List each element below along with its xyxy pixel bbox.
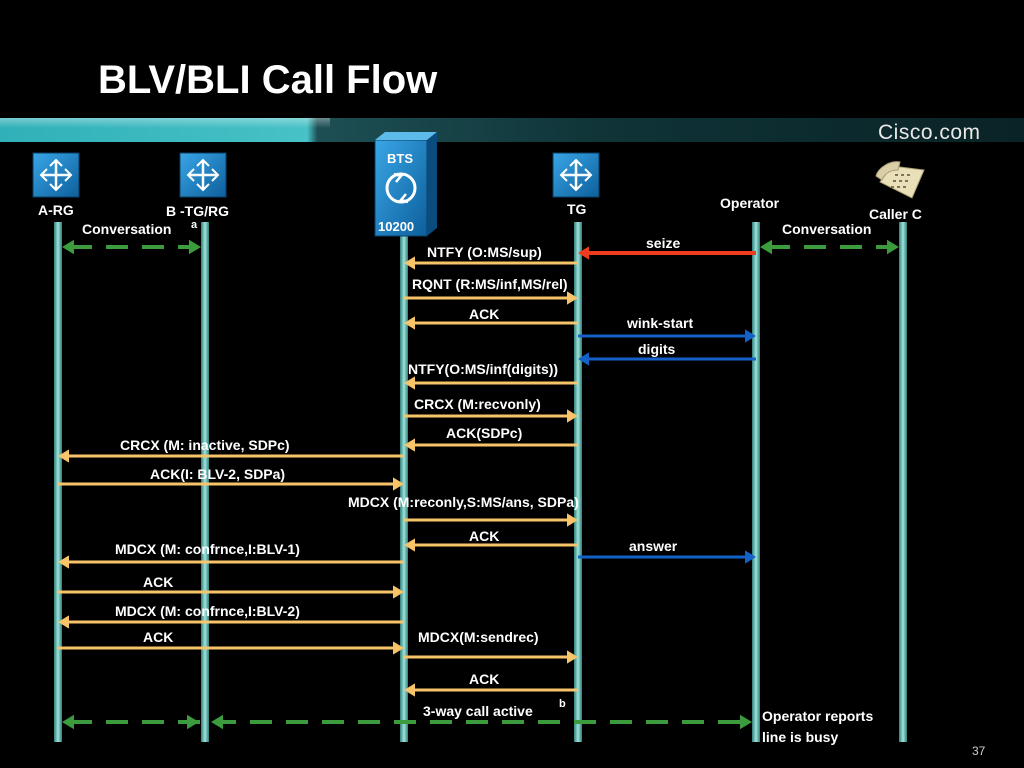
message-label: ACK(SDPc) (446, 425, 523, 441)
lifeline-bts (400, 235, 408, 742)
message-label: answer (629, 538, 678, 554)
tg-router-icon (552, 152, 600, 198)
message-arrowhead (58, 555, 69, 569)
message-arrowhead (404, 438, 415, 452)
operator-reports-line1: Operator reports (762, 708, 874, 724)
message-label: wink-start (627, 315, 694, 331)
page-number: 37 (972, 744, 986, 758)
message-label: CRCX (M: inactive, SDPc) (120, 437, 290, 453)
entity-label-a-rg: A-RG (38, 202, 74, 218)
three-way-head-b-right (187, 714, 199, 730)
message-label: ACK (469, 306, 500, 322)
caller-c-telephone-icon (875, 161, 925, 199)
conversation-dashed-right-head-right (887, 239, 899, 255)
entity-label-bts-number: 10200 (378, 219, 415, 234)
message-arrowhead (567, 513, 578, 527)
three-way-head-right (740, 714, 752, 730)
message-label: MDCX (M: confrnce,I:BLV-1) (115, 541, 300, 557)
conversation-dashed-left-head-left (62, 239, 74, 255)
header-band (0, 118, 1024, 142)
three-way-head-left (62, 714, 74, 730)
message-label: ACK(I: BLV-2, SDPa) (150, 466, 286, 482)
message-label: digits (638, 341, 676, 357)
conversation-dashed-right-head-left (760, 239, 772, 255)
cisco-logo: Cisco.com (878, 121, 981, 144)
bts-softswitch-icon (374, 132, 437, 237)
header-band-gloss (0, 118, 330, 128)
message-arrowhead (393, 641, 404, 655)
slide-title: BLV/BLI Call Flow (98, 58, 438, 102)
message-arrowhead (58, 615, 69, 629)
message-label: NTFY (O:MS/sup) (427, 244, 542, 260)
lifeline-caller-c (899, 222, 907, 742)
message-label: ACK (143, 574, 174, 590)
message-arrowhead (567, 650, 578, 664)
message-label: NTFY(O:MS/inf(digits)) (408, 361, 559, 377)
lifeline-a-rg (54, 222, 62, 742)
lifeline-operator (752, 222, 760, 742)
lifeline-tg (574, 222, 582, 742)
message-arrowhead (404, 538, 415, 552)
message-label: CRCX (M:recvonly) (414, 396, 541, 412)
message-arrowhead (578, 246, 589, 260)
conversation-dashed-left-head-right (189, 239, 201, 255)
message-arrowhead (393, 585, 404, 599)
message-arrowhead (745, 329, 756, 343)
a-rg-router-icon (32, 152, 80, 198)
message-label: seize (646, 235, 681, 251)
three-way-head-b-left (211, 714, 223, 730)
entity-label-tg: TG (567, 201, 587, 217)
note-a-marker: a (191, 219, 198, 231)
message-arrowhead (404, 683, 415, 697)
entity-label-bts: BTS (387, 151, 413, 166)
entity-label-caller-c: Caller C (869, 206, 922, 222)
message-label: ACK (469, 528, 500, 544)
entity-label-operator: Operator (720, 195, 780, 211)
operator-reports-line2: line is busy (762, 729, 839, 745)
message-arrowhead (404, 256, 415, 270)
message-label: MDCX (M:reconly,S:MS/ans, SDPa) (348, 494, 579, 510)
message-label: MDCX (M: confrnce,I:BLV-2) (115, 603, 300, 619)
message-arrowhead (393, 477, 404, 491)
message-label: MDCX(M:sendrec) (418, 629, 539, 645)
conversation-left-label: Conversation (82, 221, 172, 237)
b-tg-rg-router-icon (179, 152, 227, 198)
message-arrowhead (567, 409, 578, 423)
conversation-right-label: Conversation (782, 221, 872, 237)
lifeline-b-tg-rg (201, 222, 209, 742)
message-arrowhead (58, 449, 69, 463)
message-label: ACK (469, 671, 500, 687)
message-arrows (58, 239, 899, 730)
note-b-marker: b (559, 698, 566, 710)
three-way-call-label: 3-way call active (423, 703, 533, 719)
message-arrowhead (404, 376, 415, 390)
entity-label-b-tg-rg: B -TG/RG (166, 203, 229, 219)
message-arrowhead (567, 291, 578, 305)
message-arrowhead (745, 550, 756, 564)
message-label: RQNT (R:MS/inf,MS/rel) (412, 276, 568, 292)
message-arrowhead (578, 352, 589, 366)
message-label: ACK (143, 629, 174, 645)
message-arrowhead (404, 316, 415, 330)
